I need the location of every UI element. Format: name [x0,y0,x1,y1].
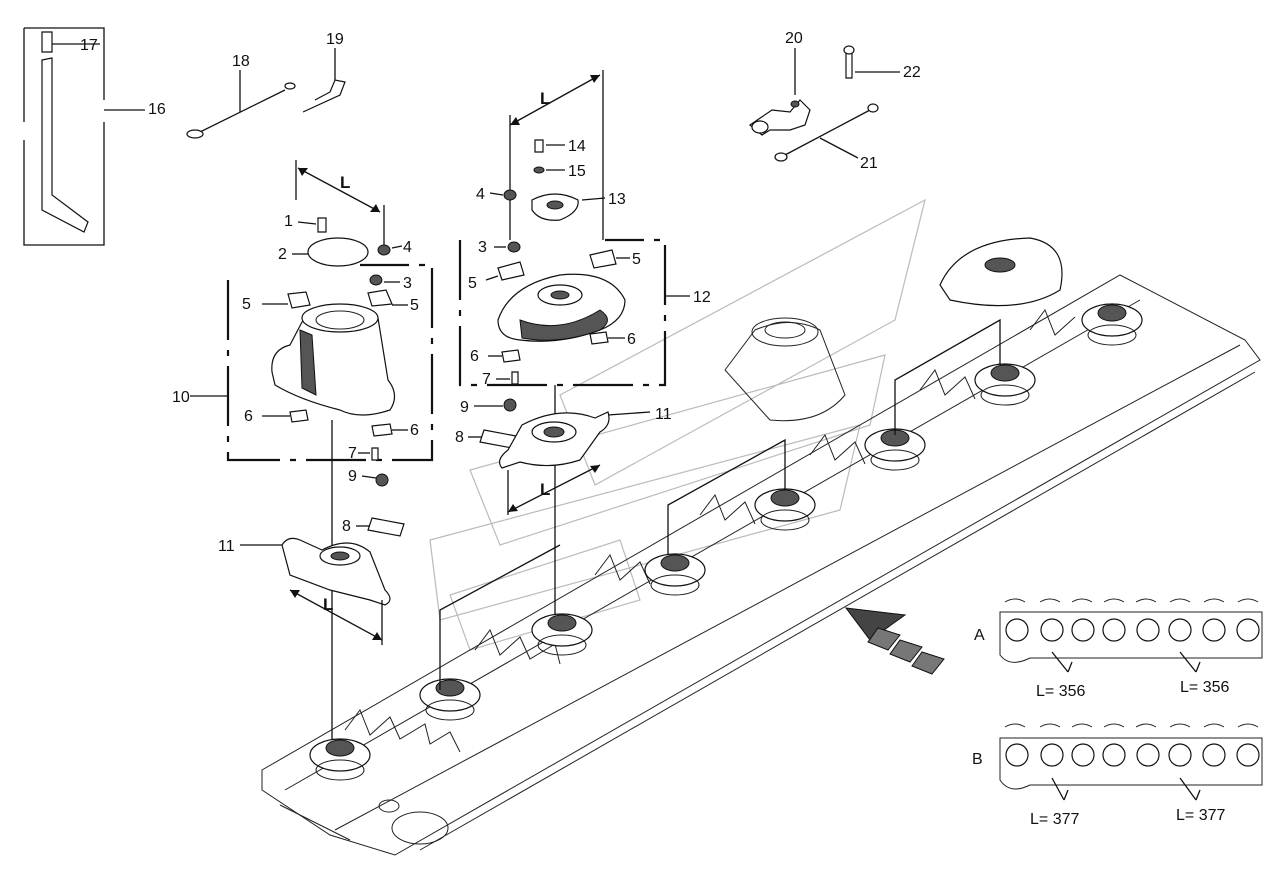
dimension-L: L [323,595,333,614]
item-22-pin: 22 [843,45,921,81]
callout-6: 6 [410,422,419,439]
callout-5: 5 [242,296,251,313]
item-18-wire: 18 [186,53,296,139]
callout-20: 20 [785,30,803,47]
callout-10: 10 [172,389,190,406]
item-12-group: 12 L 14 15 13 4 3 5 5 [455,70,711,515]
callout-22: 22 [903,64,921,81]
item-16-17-inset: 17 16 [23,27,166,246]
callout-1: 1 [284,213,293,230]
disc-hub [974,363,1036,406]
callout-4: 4 [476,186,485,203]
callout-13: 13 [608,191,626,208]
item-20-bracket: 20 [749,30,811,136]
callout-14: 14 [568,138,586,155]
config-b-left-length: L= 377 [1030,811,1079,828]
item-21-wire: 21 [774,103,879,172]
callout-3: 3 [478,239,487,256]
callout-4: 4 [403,239,412,256]
config-a: A L= 356 L= 356 [974,598,1263,700]
disc-hub [531,613,593,656]
callout-2: 2 [278,246,287,263]
disc-hub [864,428,926,471]
assembled-disc-top [939,237,1063,307]
disc-hub [419,678,481,721]
callout-11: 11 [218,538,235,555]
callout-8: 8 [455,429,464,446]
config-a-label: A [974,627,985,644]
callout-6: 6 [627,331,636,348]
callout-15: 15 [568,163,586,180]
callout-5: 5 [468,275,477,292]
callout-18: 18 [232,53,250,70]
config-b-label: B [972,751,983,768]
callout-16: 16 [148,101,166,118]
callout-5: 5 [410,297,419,314]
callout-12: 12 [693,289,711,306]
config-a-left-length: L= 356 [1036,683,1085,700]
callout-6: 6 [470,348,479,365]
config-a-right-length: L= 356 [1180,679,1229,696]
cutter-bar [261,274,1261,856]
callout-6: 6 [244,408,253,425]
callout-21: 21 [860,155,878,172]
callout-7: 7 [482,371,491,388]
disc-hub [644,553,706,596]
config-a-discs [1005,618,1260,642]
callout-9: 9 [460,399,469,416]
callout-17: 17 [80,37,98,54]
callout-3: 3 [403,275,412,292]
callout-7: 7 [348,445,357,462]
disc-hub [309,738,371,781]
disc-hubs [309,303,1143,781]
config-b: B L= 377 L= 377 [972,723,1263,828]
item-10-group: 10 L 1 2 4 3 5 5 [172,160,434,645]
dimension-L: L [540,480,550,499]
direction-arrow [844,607,945,675]
dimension-L: L [340,173,350,192]
callout-5: 5 [632,251,641,268]
callout-11: 11 [655,406,672,423]
assembled-drum-outline [724,317,846,422]
disc-hub [1081,303,1143,346]
callout-8: 8 [342,518,351,535]
config-b-right-length: L= 377 [1176,807,1225,824]
item-19-pin: 19 [302,31,346,113]
dimension-L: L [540,89,550,108]
callout-19: 19 [326,31,344,48]
disc-hub [754,488,816,531]
config-b-discs [1005,743,1260,767]
callout-9: 9 [348,468,357,485]
